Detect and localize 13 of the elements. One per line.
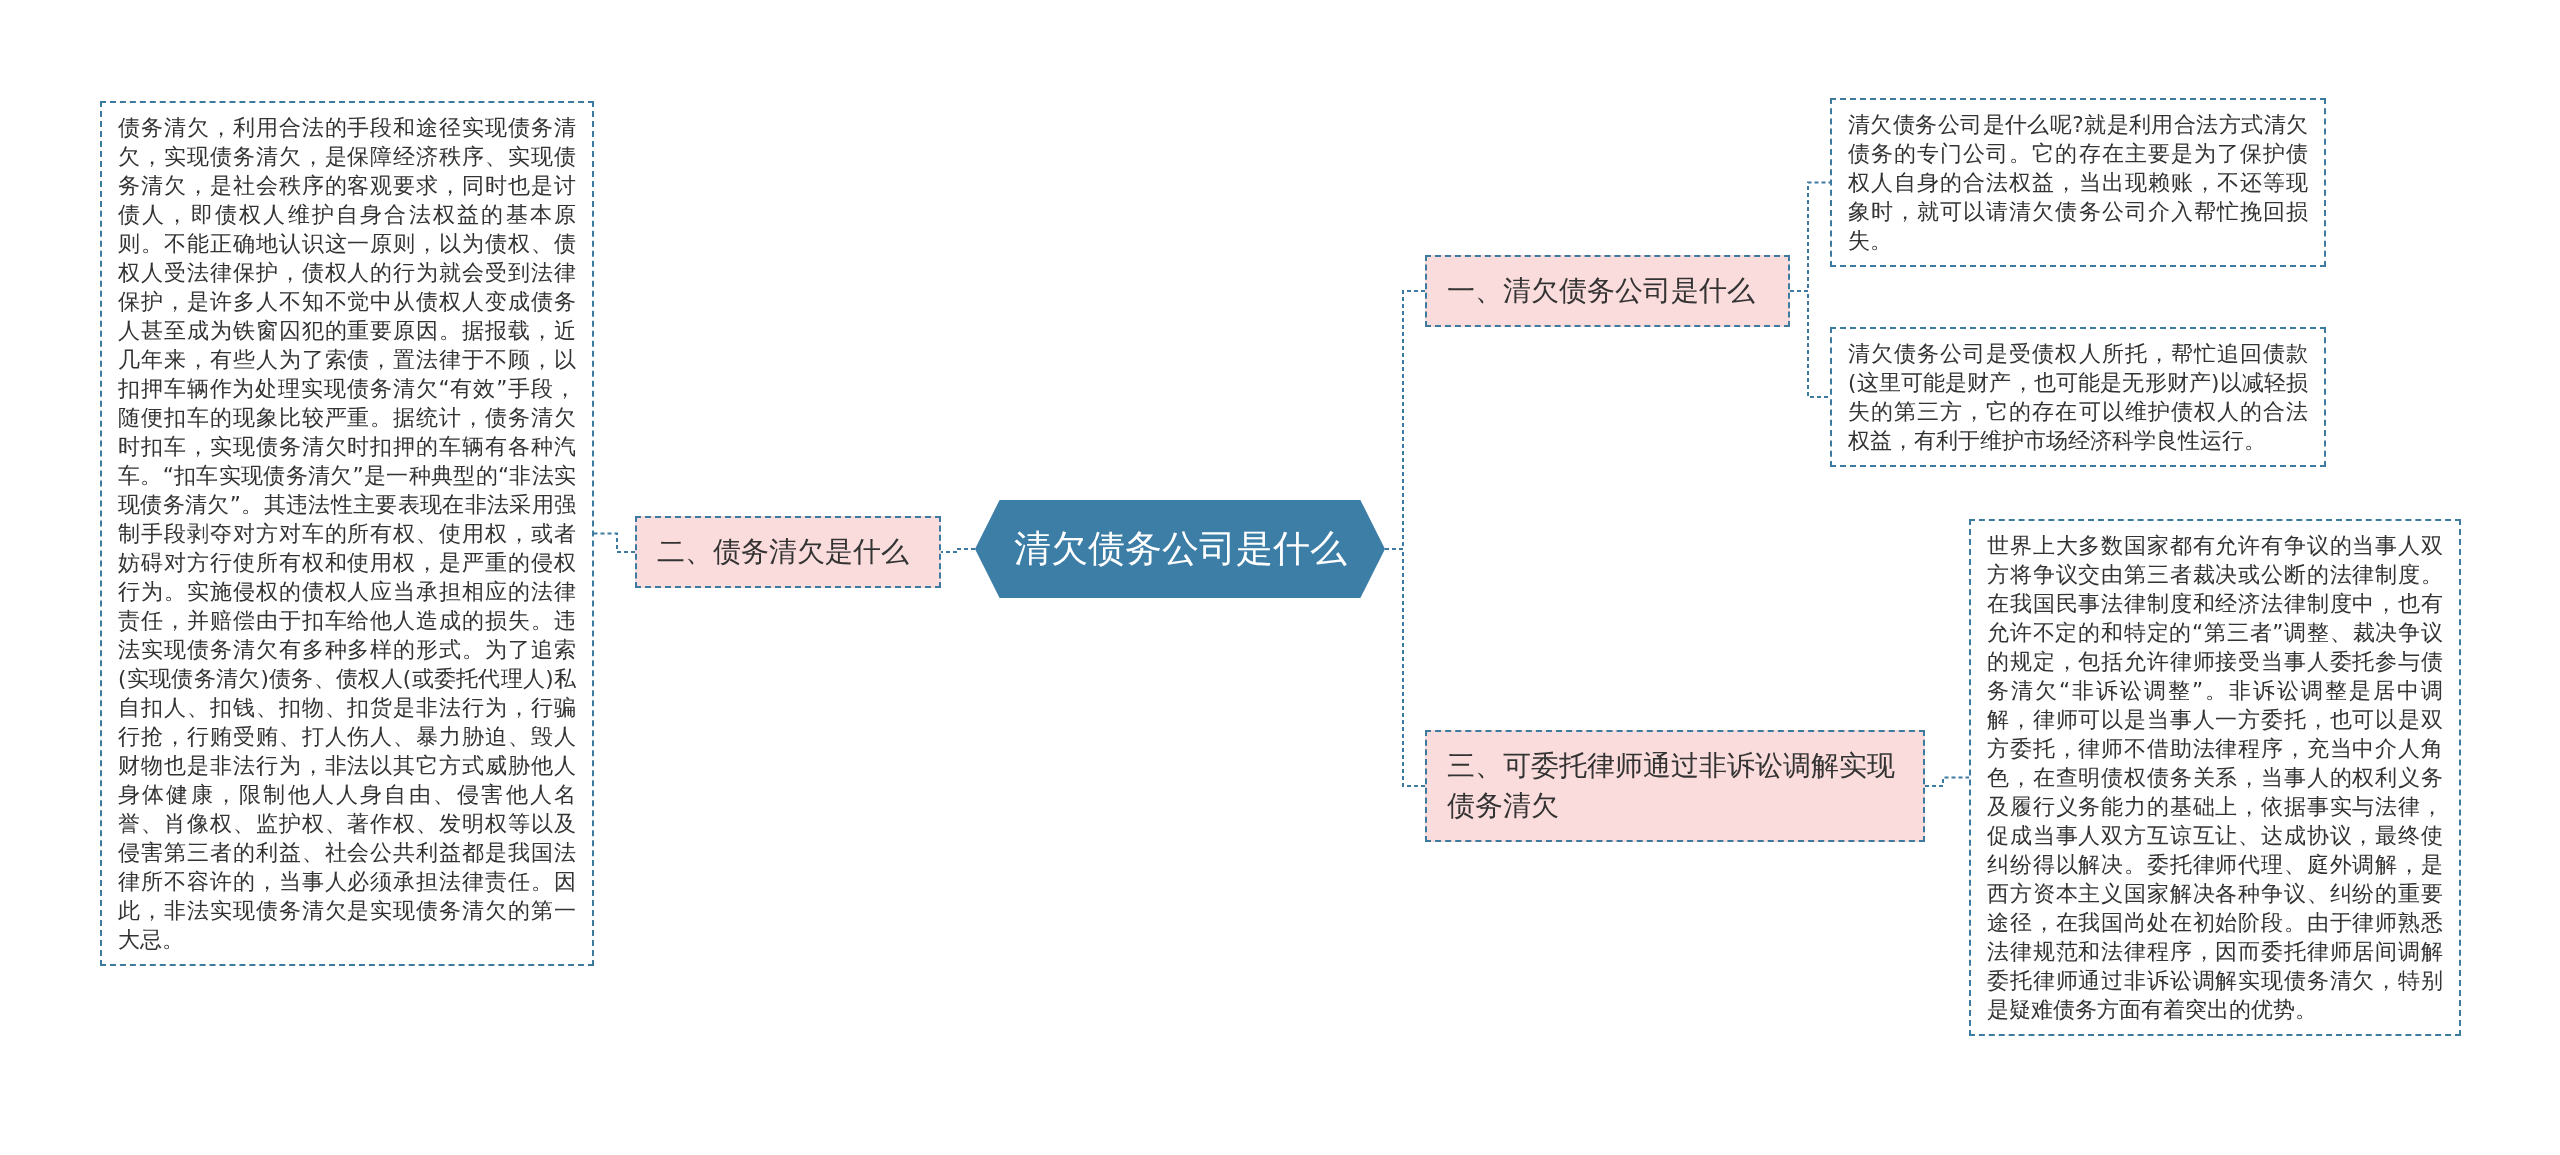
- connector-line: [1789, 290, 1831, 398]
- topic-box: 二、债务清欠是什么: [635, 516, 941, 588]
- note-box: 清欠债务公司是受债权人所托，帮忙追回债款(这里可能是财产，也可能是无形财产)以减轻损失的第三方，它的存在可以维护债权人的合法权益，有利于维护市场经济科学良性运行。: [1830, 327, 2326, 467]
- central-topic: 清欠债务公司是什么: [975, 500, 1385, 598]
- note-box: 债务清欠，利用合法的手段和途径实现债务清欠，实现债务清欠，是保障经济秩序、实现债务清欠，是社会秩序的客观要求，同时也是讨债人，即债权人维护自身合法权益的基本原则。不能正确地认识这一原则，以为债权、债权人受法律保护，债权人的行为就会受到法律保护，是许多人不知不觉中从债权人变成债务人甚至成为铁窗囚犯的重要原因。据报载，近几年来，有些人为了索债，置法律于不顾，以扣押车辆作为处理实现债务清欠“有效”手段，随便扣车的现象比较严重。据统计，债务清欠时扣车，实现债务清欠时扣押的车辆有各种汽车。“扣车实现债务清欠”是一种典型的“非法实现债务清欠”。其违法性主要表现在非法采用强制手段剥夺对方对车的所有权、使用权，或者妨碍对方行使所有权和使用权，是严重的侵权行为。实施侵权的债权人应当承担相应的法律责任，并赔偿由于扣车给他人造成的损失。违法实现债务清欠有多种多样的形式。为了追索(实现债务清欠)债务、债权人(或委托代理人)私自扣人、扣钱、扣物、扣货是非法行为，行骗行抢，行贿受贿、打人伤人、暴力胁迫、毁人财物也是非法行为，非法以其它方式威胁他人身体健康，限制他人人身自由、侵害他人名誉、肖像权、监护权、著作权、发明权等以及侵害第三者的利益、社会公共利益都是我国法律所不容许的，当事人必须承担法律责任。因此，非法实现债务清欠是实现债务清欠的第一大忌。: [100, 101, 594, 966]
- topic-box: 一、清欠债务公司是什么: [1425, 255, 1790, 327]
- note-box: 清欠债务公司是什么呢?就是利用合法方式清欠债务的专门公司。它的存在主要是为了保护债权人自身的合法权益，当出现赖账，不还等现象时，就可以请清欠债务公司介入帮忙挽回损失。: [1830, 98, 2326, 267]
- connector-line: [593, 532, 636, 553]
- connector-line: [940, 548, 976, 553]
- connector-line: [1384, 548, 1426, 787]
- connector-line: [1924, 776, 1970, 787]
- note-box: 世界上大多数国家都有允许有争议的当事人双方将争议交由第三者裁决或公断的法律制度。在我国民事法律制度和经济法律制度中，也有允许不定的和特定的“第三者”调整、裁决争议的规定，包括允许律师接受当事人委托参与债务清欠“非诉讼调整”。非诉讼调整是居中调解，律师可以是当事人一方委托，也可以是双方委托，律师不借助法律程序，充当中介人角色，在查明债权债务关系，当事人的权利义务及履行义务能力的基础上，依据事实与法律，促成当事人双方互谅互让、达成协议，最终使纠纷得以解决。委托律师代理、庭外调解，是西方资本主义国家解决各种争议、纠纷的重要途径，在我国尚处在初始阶段。由于律师熟悉法律规范和法律程序，因而委托律师居间调解委托律师通过非诉讼调解实现债务清欠，特别是疑难债务方面有着突出的优势。: [1969, 519, 2461, 1036]
- topic-box: 三、可委托律师通过非诉讼调解实现债务清欠: [1425, 730, 1925, 842]
